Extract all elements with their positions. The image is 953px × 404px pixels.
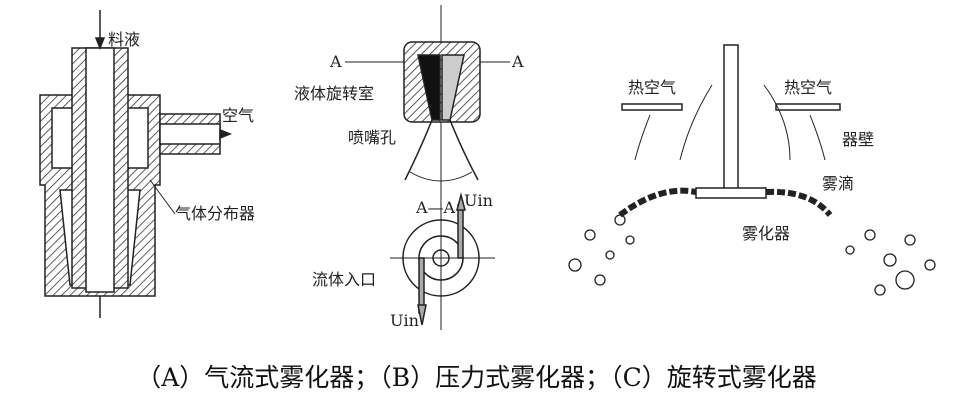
- label-swirl-chamber: 液体旋转室: [294, 84, 375, 103]
- label-section-view: A—A: [416, 198, 456, 217]
- pneumatic-atomizer: [39, 10, 233, 318]
- label-gas-distributor: 气体分布器: [175, 204, 256, 223]
- label-fluid-inlet: 流体入口: [312, 270, 377, 289]
- label-section-right: A: [512, 52, 524, 71]
- label-hot-air-right: 热空气: [784, 78, 833, 97]
- label-droplets: 雾滴: [822, 174, 855, 193]
- label-uin-bottom: Uin: [390, 311, 419, 330]
- label-wall: 器壁: [842, 130, 875, 149]
- label-atomizer: 雾化器: [742, 224, 791, 243]
- label-uin-top: Uin: [464, 191, 493, 210]
- label-air: 空气: [222, 106, 255, 125]
- rotary-atomizer: [568, 44, 936, 296]
- label-nozzle-orifice: 喷嘴孔: [348, 128, 397, 147]
- pressure-atomizer: [345, 5, 510, 330]
- figure-caption: （A）气流式雾化器；（B）压力式雾化器；（C）旋转式雾化器: [136, 363, 817, 392]
- label-section-left: A: [330, 52, 342, 71]
- label-feed: 料液: [108, 30, 141, 49]
- label-hot-air-left: 热空气: [628, 78, 677, 97]
